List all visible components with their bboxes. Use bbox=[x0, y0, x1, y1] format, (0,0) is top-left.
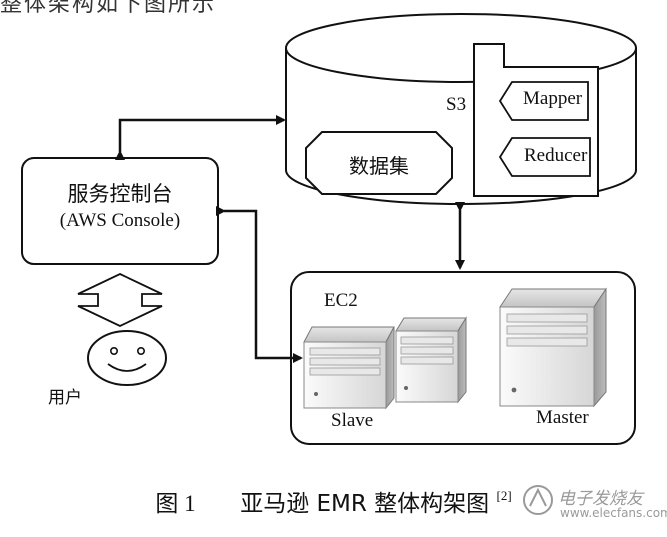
figure-title: 亚马逊 EMR 整体构架图 bbox=[240, 491, 490, 517]
slave-server-2-icon bbox=[395, 316, 467, 404]
reducer-label: Reducer bbox=[524, 145, 588, 166]
mapper-label: Mapper bbox=[523, 88, 583, 109]
ec2-label: EC2 bbox=[324, 290, 358, 311]
user-console-double-arrow bbox=[77, 273, 163, 327]
slave-label: Slave bbox=[331, 410, 374, 431]
slave-server-1-icon bbox=[303, 326, 395, 410]
watermark-url: www.elecfans.com bbox=[560, 506, 667, 520]
console-s3-arrow bbox=[115, 115, 286, 160]
watermark-logo-icon bbox=[523, 485, 553, 515]
mapper-box bbox=[498, 81, 589, 121]
figure-number: 图 1 bbox=[155, 491, 196, 516]
console-title: 服务控制台 bbox=[67, 182, 173, 206]
console-ec2-arrow bbox=[216, 206, 303, 363]
reducer-box bbox=[498, 137, 591, 177]
figure-caption: 图 1 亚马逊 EMR 整体构架图 [2] bbox=[0, 484, 667, 518]
user-smiley-icon bbox=[87, 330, 167, 386]
master-server-icon bbox=[499, 287, 607, 408]
dataset-label: 数据集 bbox=[349, 154, 409, 178]
dataset-box bbox=[305, 131, 453, 195]
master-label: Master bbox=[536, 407, 589, 428]
top-text-fragment: 整体架构如下图所示 bbox=[0, 0, 217, 17]
user-label: 用户 bbox=[48, 388, 82, 408]
console-subtitle: (AWS Console) bbox=[59, 210, 181, 231]
figure-reference: [2] bbox=[496, 488, 512, 503]
s3-label: S3 bbox=[446, 94, 467, 115]
watermark-text: 电子发烧友 bbox=[558, 489, 643, 509]
